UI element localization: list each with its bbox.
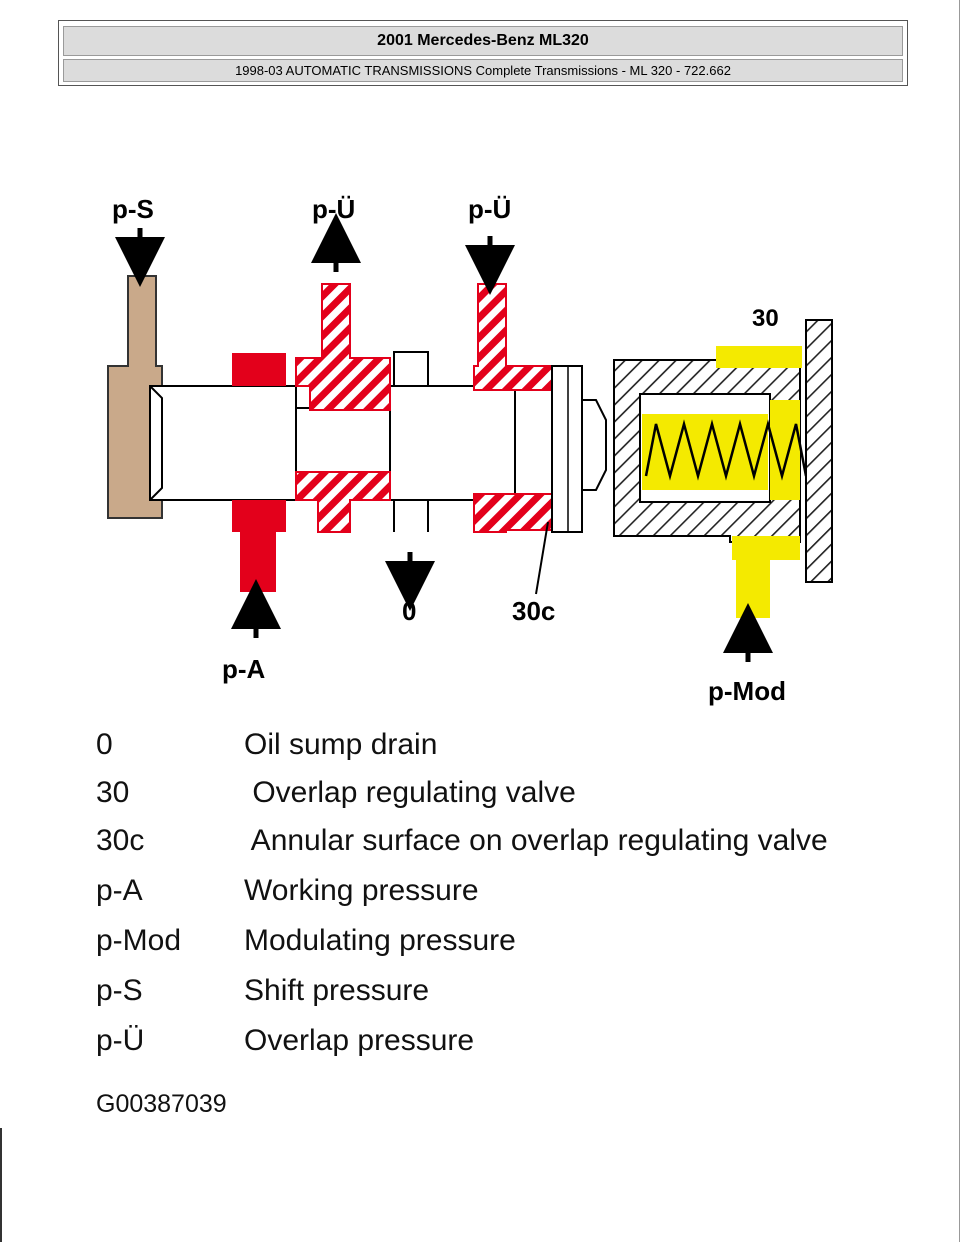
label-p-mod: p-Mod [708, 676, 786, 706]
label-p-u-left: p-Ü [312, 194, 355, 224]
overlap-pressure-right-top [473, 283, 553, 391]
legend-text: Oil sump drain [244, 728, 438, 761]
legend-key: p-A [96, 874, 143, 907]
legend-text: Working pressure [244, 874, 479, 907]
legend-key: p-Ü [96, 1024, 145, 1057]
drain-port-top [393, 351, 429, 387]
piston [551, 365, 583, 533]
legend-text: Modulating pressure [244, 924, 516, 957]
spring [644, 419, 808, 481]
label-30c: 30c [512, 596, 555, 626]
valve-diagram: p-S p-Ü p-Ü 30 p-A 0 30c p-Mod [107, 194, 833, 706]
legend-text: Overlap pressure [244, 1024, 475, 1057]
modulating-pressure-channel [732, 536, 800, 618]
modulating-pressure-top [716, 346, 802, 368]
label-p-u-right: p-Ü [468, 194, 511, 224]
label-p-a: p-A [222, 654, 266, 684]
label-p-s: p-S [112, 194, 154, 224]
shift-pressure-channel [107, 275, 163, 519]
working-pressure-top [232, 353, 286, 386]
legend-key: p-S [96, 974, 143, 1007]
figure-id: G00387039 [96, 1090, 227, 1118]
label-30: 30 [752, 305, 779, 332]
label-0: 0 [402, 596, 416, 626]
header-title: 2001 Mercedes-Benz ML320 [63, 26, 903, 56]
header-subtitle: 1998-03 AUTOMATIC TRANSMISSIONS Complete… [63, 59, 903, 82]
working-pressure-channel [232, 500, 286, 592]
overlap-pressure-right-bottom [473, 493, 553, 533]
legend-text: Annular surface on overlap regulating va… [244, 824, 828, 857]
legend-key: p-Mod [96, 924, 182, 957]
page-header: 2001 Mercedes-Benz ML320 1998-03 AUTOMAT… [58, 20, 908, 86]
legend-key: 30 [96, 776, 130, 809]
legend-key: 30c [96, 824, 145, 857]
left-border-line [0, 1128, 2, 1242]
end-plate [805, 319, 833, 583]
legend-key: 0 [96, 728, 113, 761]
legend-text: Overlap regulating valve [244, 776, 576, 809]
overlap-pressure-left-bottom [295, 471, 391, 533]
valve-spool [149, 385, 297, 501]
overlap-pressure-left-top [295, 283, 391, 411]
legend-text: Shift pressure [244, 974, 430, 1007]
